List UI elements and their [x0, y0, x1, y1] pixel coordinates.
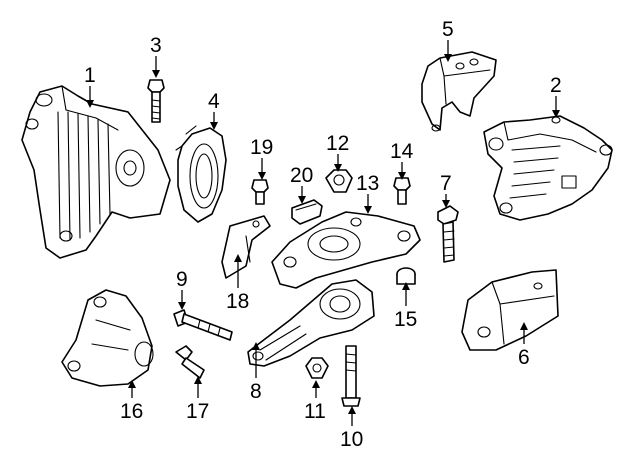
leader-lines — [86, 40, 560, 426]
callout-9: 9 — [176, 268, 188, 291]
callout-18: 18 — [226, 290, 249, 313]
part-20-clip — [291, 199, 323, 225]
part-1-engine-mount — [21, 85, 171, 259]
callout-12: 12 — [326, 132, 349, 155]
callout-17: 17 — [186, 400, 209, 423]
callout-13: 13 — [356, 172, 379, 195]
callout-1: 1 — [84, 64, 96, 87]
callout-3: 3 — [150, 34, 162, 57]
part-18-bracket — [221, 215, 271, 279]
part-7-bolt — [437, 205, 459, 263]
callout-8: 8 — [250, 380, 262, 403]
part-16-lower-bracket — [61, 289, 154, 387]
part-14-bolt — [393, 177, 411, 205]
callout-10: 10 — [340, 428, 363, 451]
part-9-bolt — [173, 309, 233, 341]
callout-7: 7 — [440, 172, 452, 195]
callout-labels: 1 2 3 4 5 6 7 8 9 10 11 12 13 14 15 16 1… — [84, 18, 562, 451]
callout-16: 16 — [120, 400, 143, 423]
part-17-bolt — [175, 345, 205, 379]
part-5-upper-bracket — [421, 51, 497, 132]
part-2-transmission-mount — [483, 115, 613, 221]
part-13-mount-bracket — [271, 211, 421, 289]
callout-19: 19 — [250, 136, 273, 159]
callout-6: 6 — [518, 346, 530, 369]
callout-2: 2 — [550, 74, 562, 97]
callout-15: 15 — [394, 308, 417, 331]
part-8-torque-strut — [247, 279, 375, 367]
part-11-nut — [305, 357, 329, 379]
callout-5: 5 — [442, 18, 454, 41]
part-19-bolt — [251, 179, 269, 205]
callout-4: 4 — [208, 90, 220, 113]
part-10-bolt — [341, 345, 361, 407]
callout-14: 14 — [390, 140, 414, 163]
callout-11: 11 — [304, 400, 326, 423]
part-4-heat-shield — [175, 125, 227, 223]
part-15-cap — [396, 267, 416, 285]
part-3-bolt — [147, 79, 165, 123]
part-6-lower-bracket — [461, 269, 559, 351]
part-12-nut — [325, 169, 353, 193]
callout-20: 20 — [290, 164, 313, 187]
